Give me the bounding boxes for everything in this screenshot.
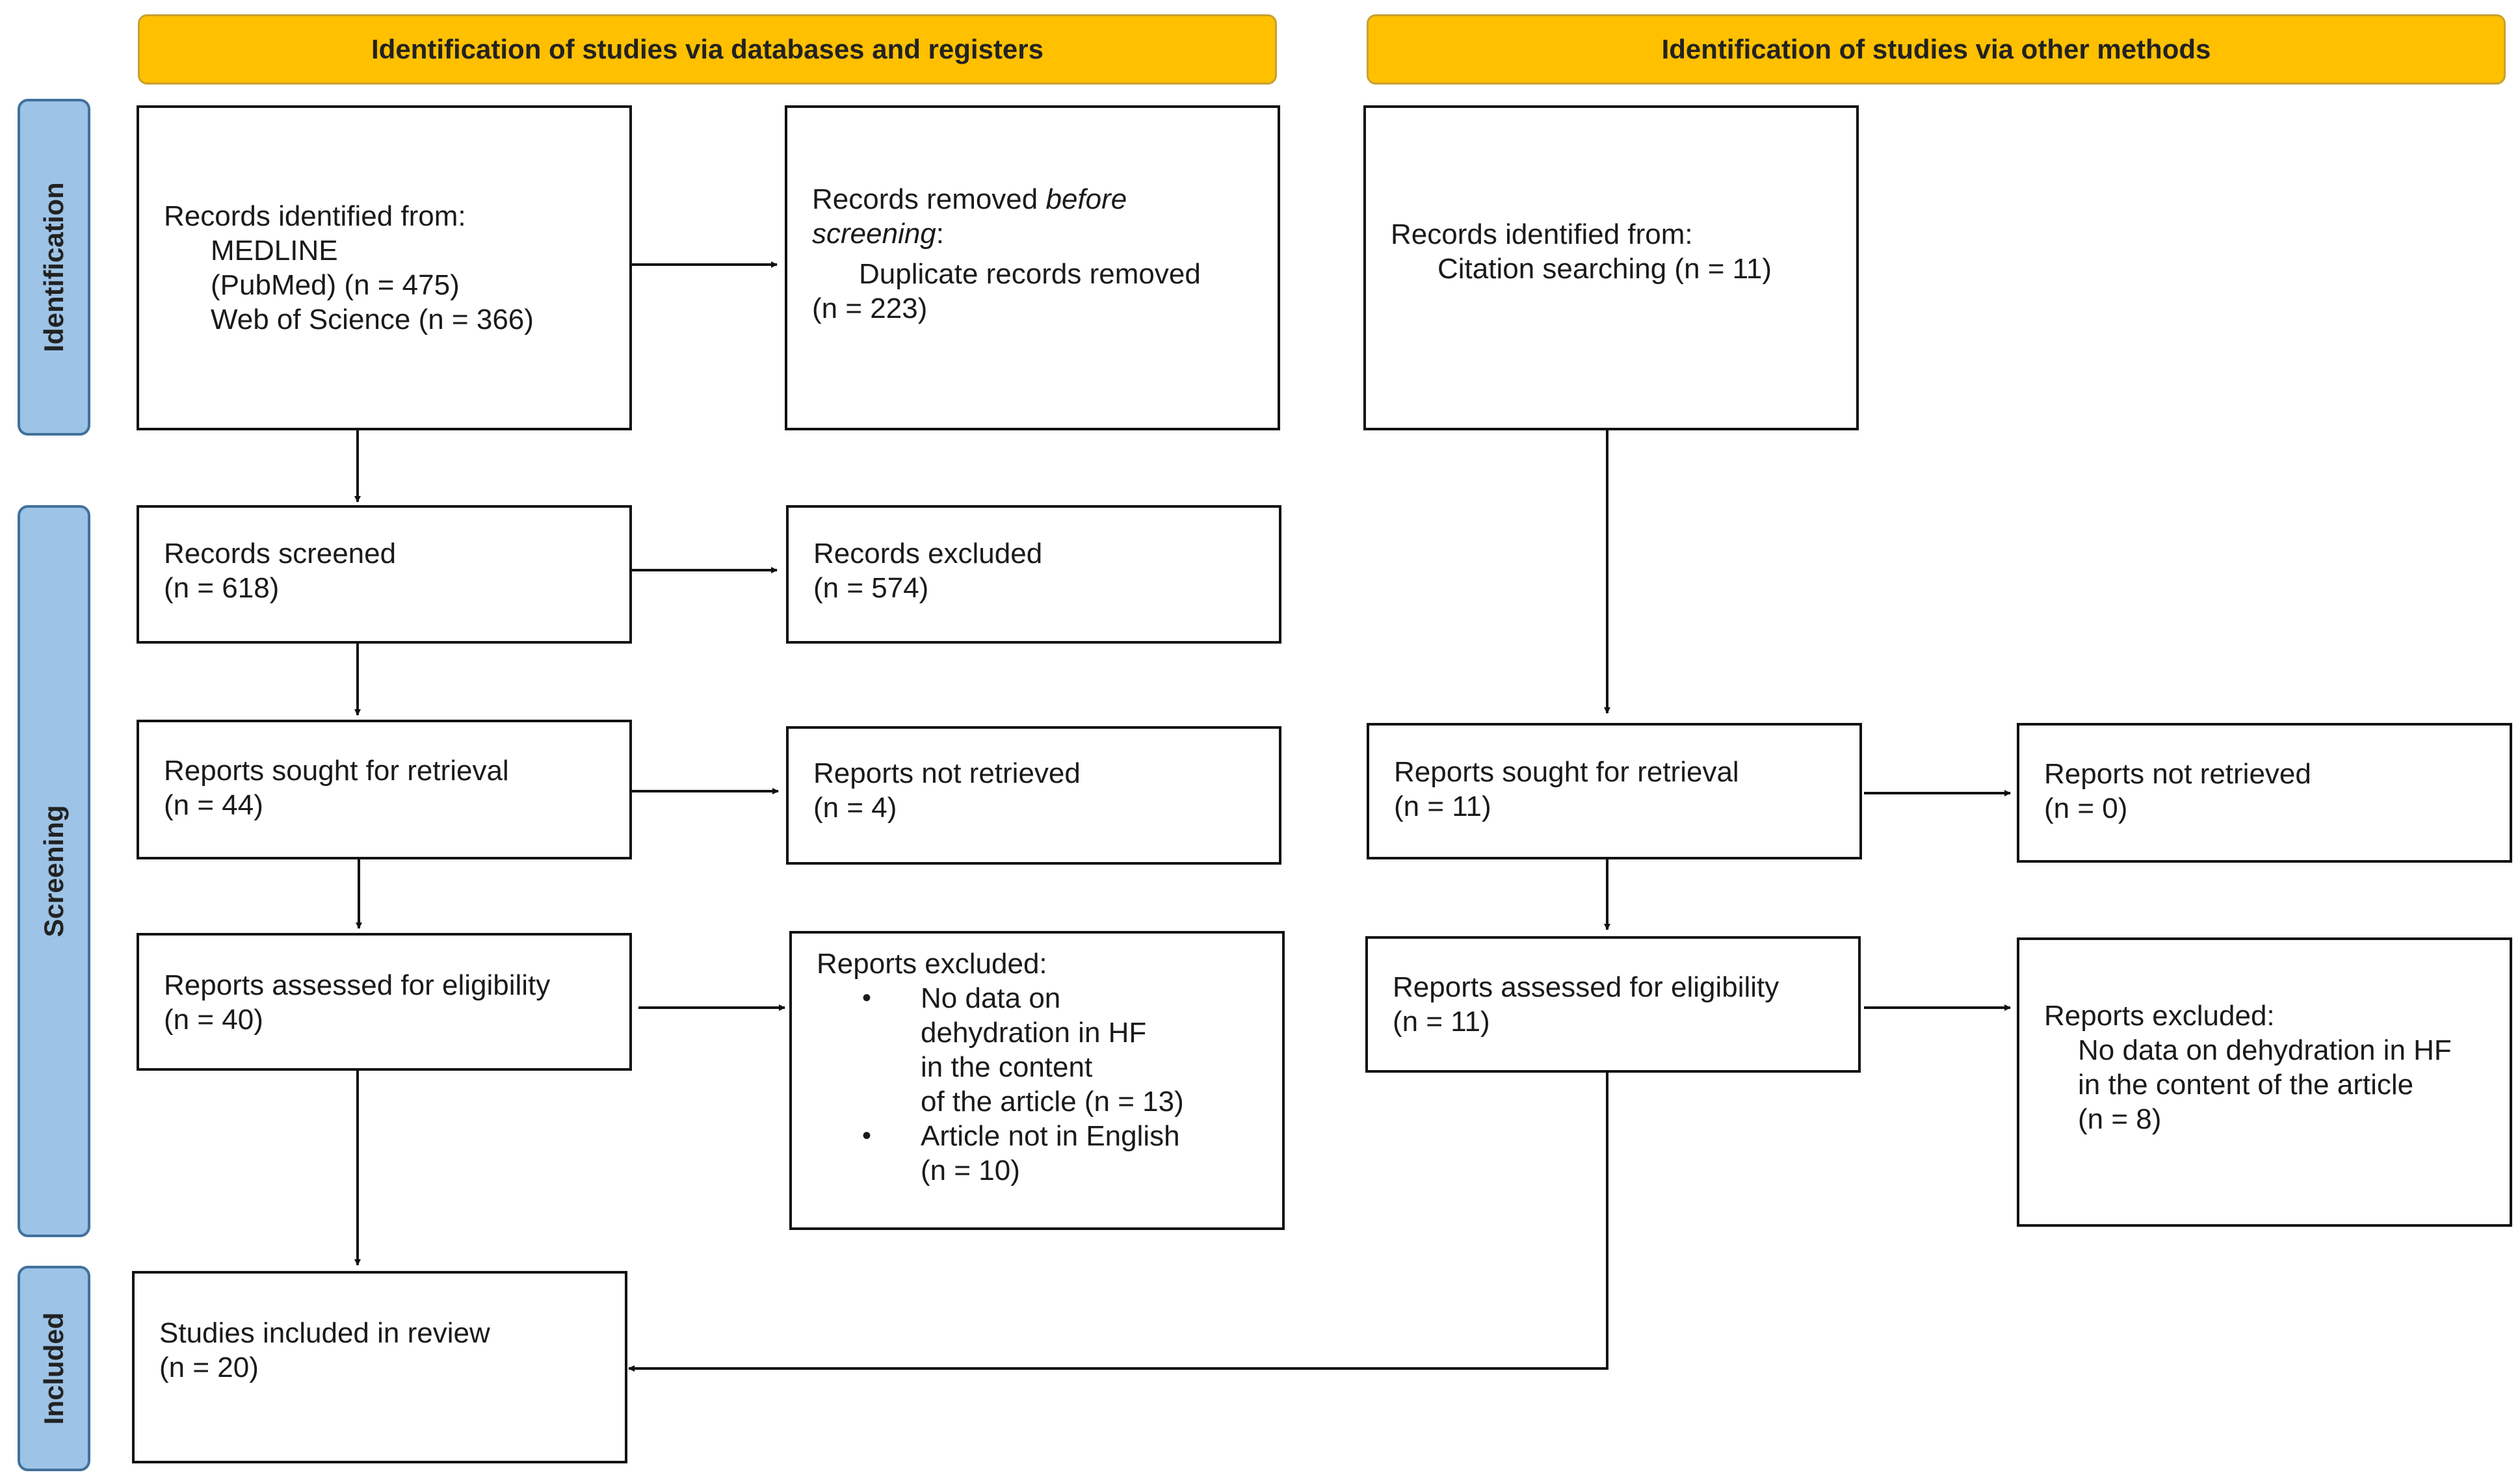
phase-included-label: Included xyxy=(38,1312,69,1425)
other-records-identified-title: Records identified from: xyxy=(1391,218,1693,250)
phase-identification-label: Identification xyxy=(38,182,69,352)
box-other-reports-assessed: Reports assessed for eligibility (n = 11… xyxy=(1365,936,1861,1073)
header-other-methods: Identification of studies via other meth… xyxy=(1367,14,2506,85)
records-identified-medline: MEDLINE xyxy=(211,235,338,267)
other-reports-assessed-count: (n = 11) xyxy=(1393,1006,1490,1038)
reports-assessed-count: (n = 40) xyxy=(164,1004,263,1036)
exclusion-reason-not-english-line1: Article not in English xyxy=(921,1120,1180,1152)
duplicates-removed-label: Duplicate records removed xyxy=(859,258,1201,290)
other-reports-excluded-title: Reports excluded: xyxy=(2044,1000,2275,1032)
box-studies-included: Studies included in review (n = 20) xyxy=(132,1271,627,1463)
studies-included-label: Studies included in review xyxy=(159,1317,490,1349)
other-reports-sought-label: Reports sought for retrieval xyxy=(1394,756,1739,788)
reports-not-retrieved-count: (n = 4) xyxy=(813,792,897,824)
records-excluded-count: (n = 574) xyxy=(813,572,929,604)
phase-screening-label: Screening xyxy=(38,805,69,937)
other-exclusion-line1: No data on dehydration in HF xyxy=(2078,1034,2452,1066)
box-other-reports-not-retrieved: Reports not retrieved (n = 0) xyxy=(2017,723,2512,863)
box-reports-sought: Reports sought for retrieval (n = 44) xyxy=(137,720,632,859)
header-databases-registers: Identification of studies via databases … xyxy=(138,14,1277,85)
other-exclusion-line2: in the content of the article xyxy=(2078,1069,2414,1101)
header-other-label: Identification of studies via other meth… xyxy=(1661,34,2211,64)
records-removed-title-a: Records removed xyxy=(812,183,1046,215)
reports-sought-label: Reports sought for retrieval xyxy=(164,755,509,787)
other-reports-not-retrieved-count: (n = 0) xyxy=(2044,792,2128,824)
phase-identification: Identification xyxy=(18,99,90,436)
records-screened-count: (n = 618) xyxy=(164,572,280,604)
records-screened-label: Records screened xyxy=(164,538,397,569)
box-reports-not-retrieved: Reports not retrieved (n = 4) xyxy=(786,726,1281,865)
box-records-identified: Records identified from: MEDLINE (PubMed… xyxy=(137,105,632,430)
other-records-citation: Citation searching (n = 11) xyxy=(1437,253,1772,285)
records-identified-wos: Web of Science (n = 366) xyxy=(211,304,534,335)
records-removed-title-b: before xyxy=(1045,183,1127,215)
reports-excluded-title: Reports excluded: xyxy=(817,948,1047,980)
exclusion-reason-no-data-line3: in the content xyxy=(921,1051,1093,1083)
records-removed-title-line1: Records removed before xyxy=(812,182,1265,216)
reports-excluded-reasons: No data on dehydration in HF in the cont… xyxy=(817,981,1269,1188)
box-other-records-identified: Records identified from: Citation search… xyxy=(1363,105,1859,430)
other-reports-not-retrieved-label: Reports not retrieved xyxy=(2044,758,2311,790)
exclusion-reason-no-data-line4: of the article (n = 13) xyxy=(921,1086,1184,1118)
exclusion-reason-no-data-line1: No data on xyxy=(921,982,1061,1014)
box-reports-assessed: Reports assessed for eligibility (n = 40… xyxy=(137,933,632,1071)
other-reports-sought-count: (n = 11) xyxy=(1394,791,1491,822)
box-reports-excluded: Reports excluded: No data on dehydration… xyxy=(789,931,1285,1230)
other-reports-assessed-label: Reports assessed for eligibility xyxy=(1393,971,1779,1003)
phase-screening: Screening xyxy=(18,505,90,1237)
exclusion-reason-not-english: Article not in English (n = 10) xyxy=(862,1119,1269,1188)
box-records-excluded: Records excluded (n = 574) xyxy=(786,505,1281,644)
duplicates-removed-count: (n = 223) xyxy=(812,293,928,324)
exclusion-reason-not-english-line2: (n = 10) xyxy=(921,1155,1020,1186)
reports-assessed-label: Reports assessed for eligibility xyxy=(164,969,551,1001)
records-removed-title-d: : xyxy=(936,218,945,250)
header-databases-label: Identification of studies via databases … xyxy=(371,34,1043,64)
other-exclusion-line3: (n = 8) xyxy=(2078,1103,2162,1135)
exclusion-reason-no-data-line2: dehydration in HF xyxy=(921,1017,1147,1049)
box-records-removed: Records removed before screening: Duplic… xyxy=(785,105,1280,430)
records-excluded-label: Records excluded xyxy=(813,538,1043,569)
records-identified-title: Records identified from: xyxy=(164,200,466,232)
phase-included: Included xyxy=(18,1266,90,1471)
studies-included-count: (n = 20) xyxy=(159,1352,259,1383)
box-other-reports-sought: Reports sought for retrieval (n = 11) xyxy=(1367,723,1862,859)
records-identified-pubmed: (PubMed) (n = 475) xyxy=(211,269,460,301)
arrow-other-assessed-to-included xyxy=(628,1073,1608,1372)
box-other-reports-excluded: Reports excluded: No data on dehydration… xyxy=(2017,937,2512,1227)
exclusion-reason-no-data: No data on dehydration in HF in the cont… xyxy=(862,981,1269,1119)
records-removed-title-line2: screening: xyxy=(812,216,1265,251)
reports-not-retrieved-label: Reports not retrieved xyxy=(813,757,1081,789)
records-removed-title-c: screening xyxy=(812,218,936,250)
box-records-screened: Records screened (n = 618) xyxy=(137,505,632,644)
reports-sought-count: (n = 44) xyxy=(164,789,263,821)
